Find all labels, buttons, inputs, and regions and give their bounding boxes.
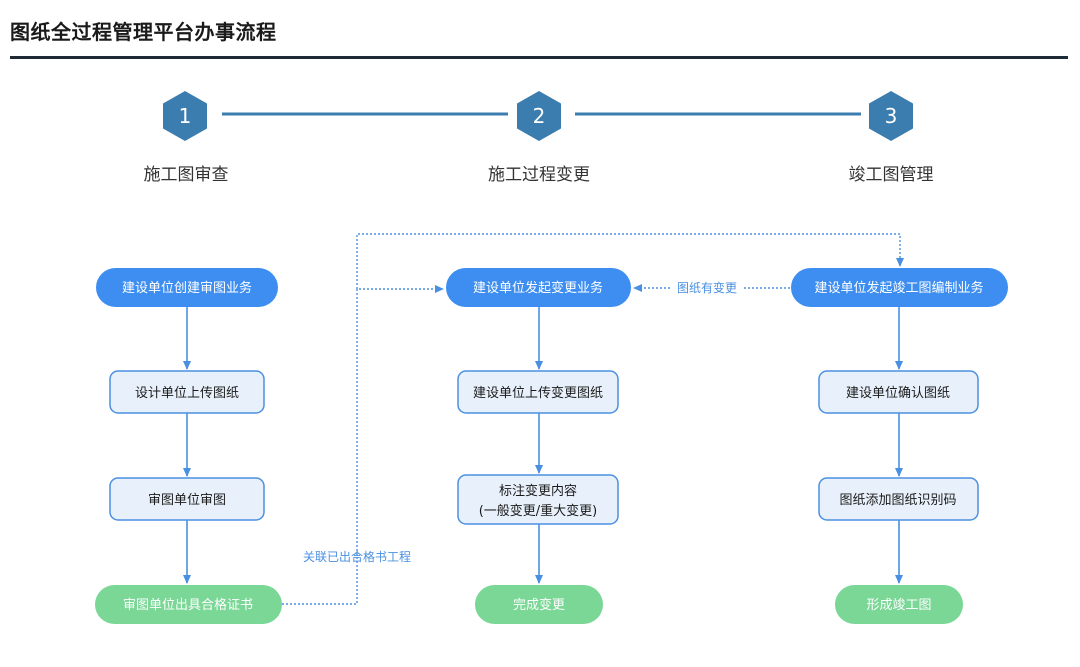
link-certified-project-label: 关联已出合格书工程: [303, 549, 411, 564]
title-divider: [10, 56, 1068, 59]
step-node-box: [457, 370, 619, 414]
stage-number: 3: [885, 104, 898, 128]
step-issue-certificate[interactable]: 审图单位出具合格证书: [95, 585, 282, 624]
stage-hexagon: [163, 91, 207, 141]
stage-hexagon: [869, 91, 913, 141]
stage-label: 施工图审查: [144, 165, 229, 185]
step-annotate-change[interactable]: 标注变更内容 (一般变更/重大变更): [457, 474, 619, 525]
step-label: 完成变更: [513, 597, 565, 613]
page-title: 图纸全过程管理平台办事流程: [10, 20, 277, 44]
stage-3: 3 竣工图管理: [849, 91, 934, 185]
step-initiate-change-business[interactable]: 建设单位发起变更业务: [446, 268, 631, 307]
step-node-box: [109, 370, 265, 414]
step-add-drawing-code[interactable]: 图纸添加图纸识别码: [818, 477, 979, 521]
step-node-pill: [475, 585, 603, 624]
dotted-connectors: [282, 233, 904, 605]
stage-hexagon: [517, 91, 561, 141]
step-node-pill: [95, 585, 282, 624]
stage-label: 竣工图管理: [849, 165, 934, 185]
step-review-drawings[interactable]: 审图单位审图: [109, 477, 265, 521]
step-node-box: [818, 370, 979, 414]
column-as-built-drawing: 建设单位发起竣工图编制业务 建设单位确认图纸 图纸添加图纸识别码 形成竣工图: [791, 268, 1008, 624]
step-label: 标注变更内容: [499, 483, 577, 499]
step-label: 建设单位上传变更图纸: [473, 385, 603, 401]
step-label: 审图单位出具合格证书: [123, 597, 253, 613]
drawing-changed-label: 图纸有变更: [677, 280, 737, 295]
stage-label: 施工过程变更: [488, 165, 590, 185]
step-confirm-drawings[interactable]: 建设单位确认图纸: [818, 370, 979, 414]
step-initiate-as-built-business[interactable]: 建设单位发起竣工图编制业务: [791, 268, 1008, 307]
step-node-pill: [446, 268, 631, 307]
flow-arrows: [183, 307, 903, 584]
step-label: 建设单位创建审图业务: [122, 280, 252, 296]
step-create-review-business[interactable]: 建设单位创建审图业务: [96, 268, 278, 307]
column-plan-review: 建设单位创建审图业务 设计单位上传图纸 审图单位审图 审图单位出具合格证书: [95, 268, 282, 624]
step-form-as-built[interactable]: 形成竣工图: [835, 585, 963, 624]
stage-number: 2: [533, 104, 546, 128]
step-label: 设计单位上传图纸: [135, 386, 239, 401]
step-label: 图纸添加图纸识别码: [839, 493, 956, 508]
column-construction-change: 建设单位发起变更业务 建设单位上传变更图纸 标注变更内容 (一般变更/重大变更)…: [446, 268, 631, 624]
stage-number: 1: [179, 104, 192, 128]
step-node-pill: [96, 268, 278, 307]
step-node-pill: [835, 585, 963, 624]
step-node-box: [109, 477, 265, 521]
step-node-box: [818, 477, 979, 521]
step-label: 建设单位发起竣工图编制业务: [814, 280, 983, 296]
step-upload-change-drawings[interactable]: 建设单位上传变更图纸: [457, 370, 619, 414]
step-upload-drawings[interactable]: 设计单位上传图纸: [109, 370, 265, 414]
step-label: 建设单位发起变更业务: [473, 280, 603, 296]
stage-2: 2 施工过程变更: [488, 91, 590, 185]
step-node-box: [457, 474, 619, 525]
stage-1: 1 施工图审查: [144, 91, 229, 185]
certificate-to-change-connector: [282, 285, 444, 605]
step-label: 建设单位确认图纸: [846, 386, 950, 401]
step-node-pill: [791, 268, 1008, 307]
step-label: 审图单位审图: [148, 493, 226, 508]
step-sublabel: (一般变更/重大变更): [479, 503, 598, 519]
step-complete-change[interactable]: 完成变更: [475, 585, 603, 624]
top-loop-connector: [356, 233, 904, 289]
step-label: 形成竣工图: [866, 598, 931, 613]
